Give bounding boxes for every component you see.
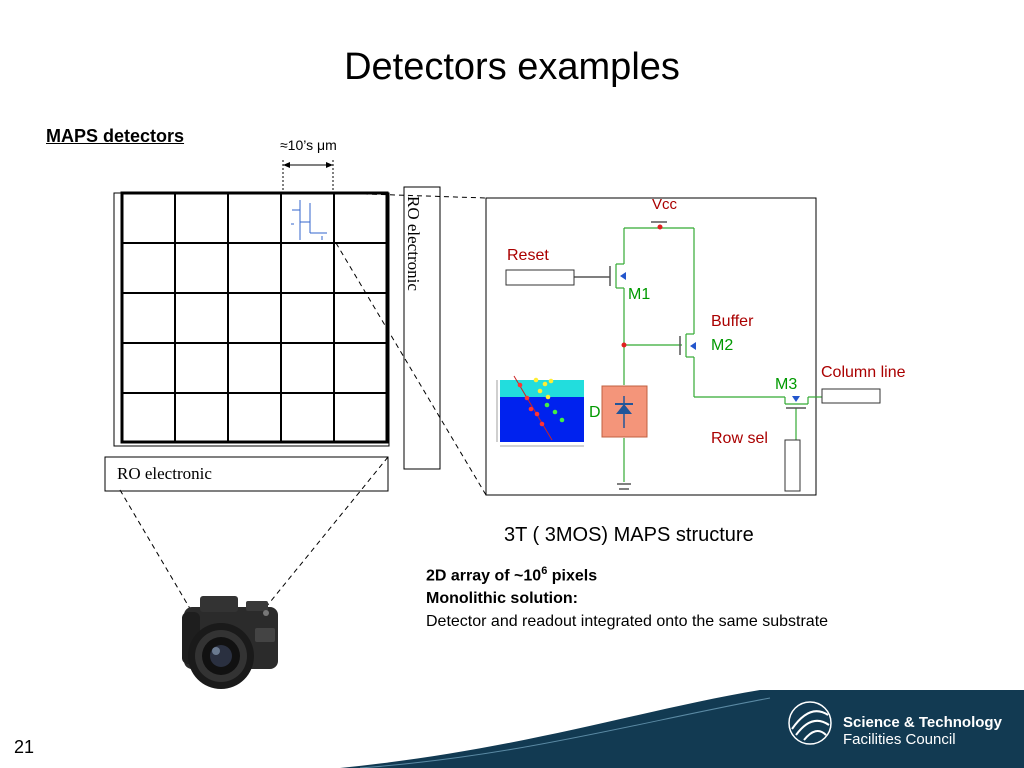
circuit-wires bbox=[615, 227, 822, 482]
m3-arrow bbox=[792, 396, 800, 402]
ro-electronic-side-box bbox=[403, 186, 441, 470]
diode-label: D bbox=[589, 404, 601, 421]
note-line-2: Monolithic solution: bbox=[426, 590, 578, 608]
m3-label: M3 bbox=[775, 376, 797, 393]
page-number: 21 bbox=[14, 737, 35, 757]
ro-electronic-side-label: RO electronic bbox=[404, 196, 423, 291]
slide-title: Detectors examples bbox=[344, 46, 680, 88]
diode-icon bbox=[601, 385, 648, 438]
pixel-grid bbox=[120, 191, 389, 444]
column-line-pin bbox=[821, 388, 881, 404]
m2-arrow bbox=[690, 342, 696, 350]
maps-heading: MAPS detectors bbox=[46, 126, 185, 146]
notes-block: 2D array of ~106 pixels Monolithic solut… bbox=[426, 560, 828, 633]
sense-node bbox=[621, 342, 627, 348]
m1-arrow bbox=[620, 272, 626, 280]
reset-pin bbox=[505, 269, 575, 286]
buffer-label: Buffer bbox=[711, 313, 754, 330]
ro-electronic-bottom-label: RO electronic bbox=[117, 464, 212, 483]
org-subname: Facilities Council bbox=[843, 731, 956, 748]
footer-band bbox=[340, 690, 1024, 768]
m1-label: M1 bbox=[628, 286, 650, 303]
pixel-mini-circuit bbox=[291, 200, 327, 240]
vcc-label: Vcc bbox=[652, 196, 678, 213]
circuit-wires-dark bbox=[574, 221, 806, 490]
ro-electronic-side: RO electronic bbox=[403, 196, 443, 468]
org-name: Science & Technology bbox=[843, 714, 1002, 731]
camera-image bbox=[182, 596, 278, 689]
row-sel-label: Row sel bbox=[711, 430, 768, 447]
circuit-box bbox=[485, 197, 817, 496]
ro-electronic-bottom-box bbox=[104, 456, 389, 492]
simulation-plot bbox=[496, 375, 584, 447]
note-line-3: Detector and readout integrated onto the… bbox=[426, 613, 829, 631]
projection-lines bbox=[119, 192, 487, 613]
row-sel-pin bbox=[784, 439, 801, 492]
stfc-logo-icon bbox=[788, 701, 832, 745]
note-line-1-exponent: 6 bbox=[541, 565, 548, 577]
note-line-1-prefix: 2D array of ~10 bbox=[426, 567, 542, 585]
vcc-node bbox=[657, 224, 663, 230]
note-line-1: 2D array of ~106 pixels bbox=[426, 560, 828, 587]
circuit-caption: 3T ( 3MOS) MAPS structure bbox=[504, 524, 754, 546]
reset-label: Reset bbox=[507, 247, 549, 264]
column-line-label: Column line bbox=[821, 364, 906, 381]
m2-label: M2 bbox=[711, 337, 733, 354]
note-line-1-suffix: pixels bbox=[547, 567, 598, 585]
pitch-dimension: ≈10’s μm bbox=[280, 137, 337, 195]
pitch-label: ≈10’s μm bbox=[280, 137, 337, 153]
